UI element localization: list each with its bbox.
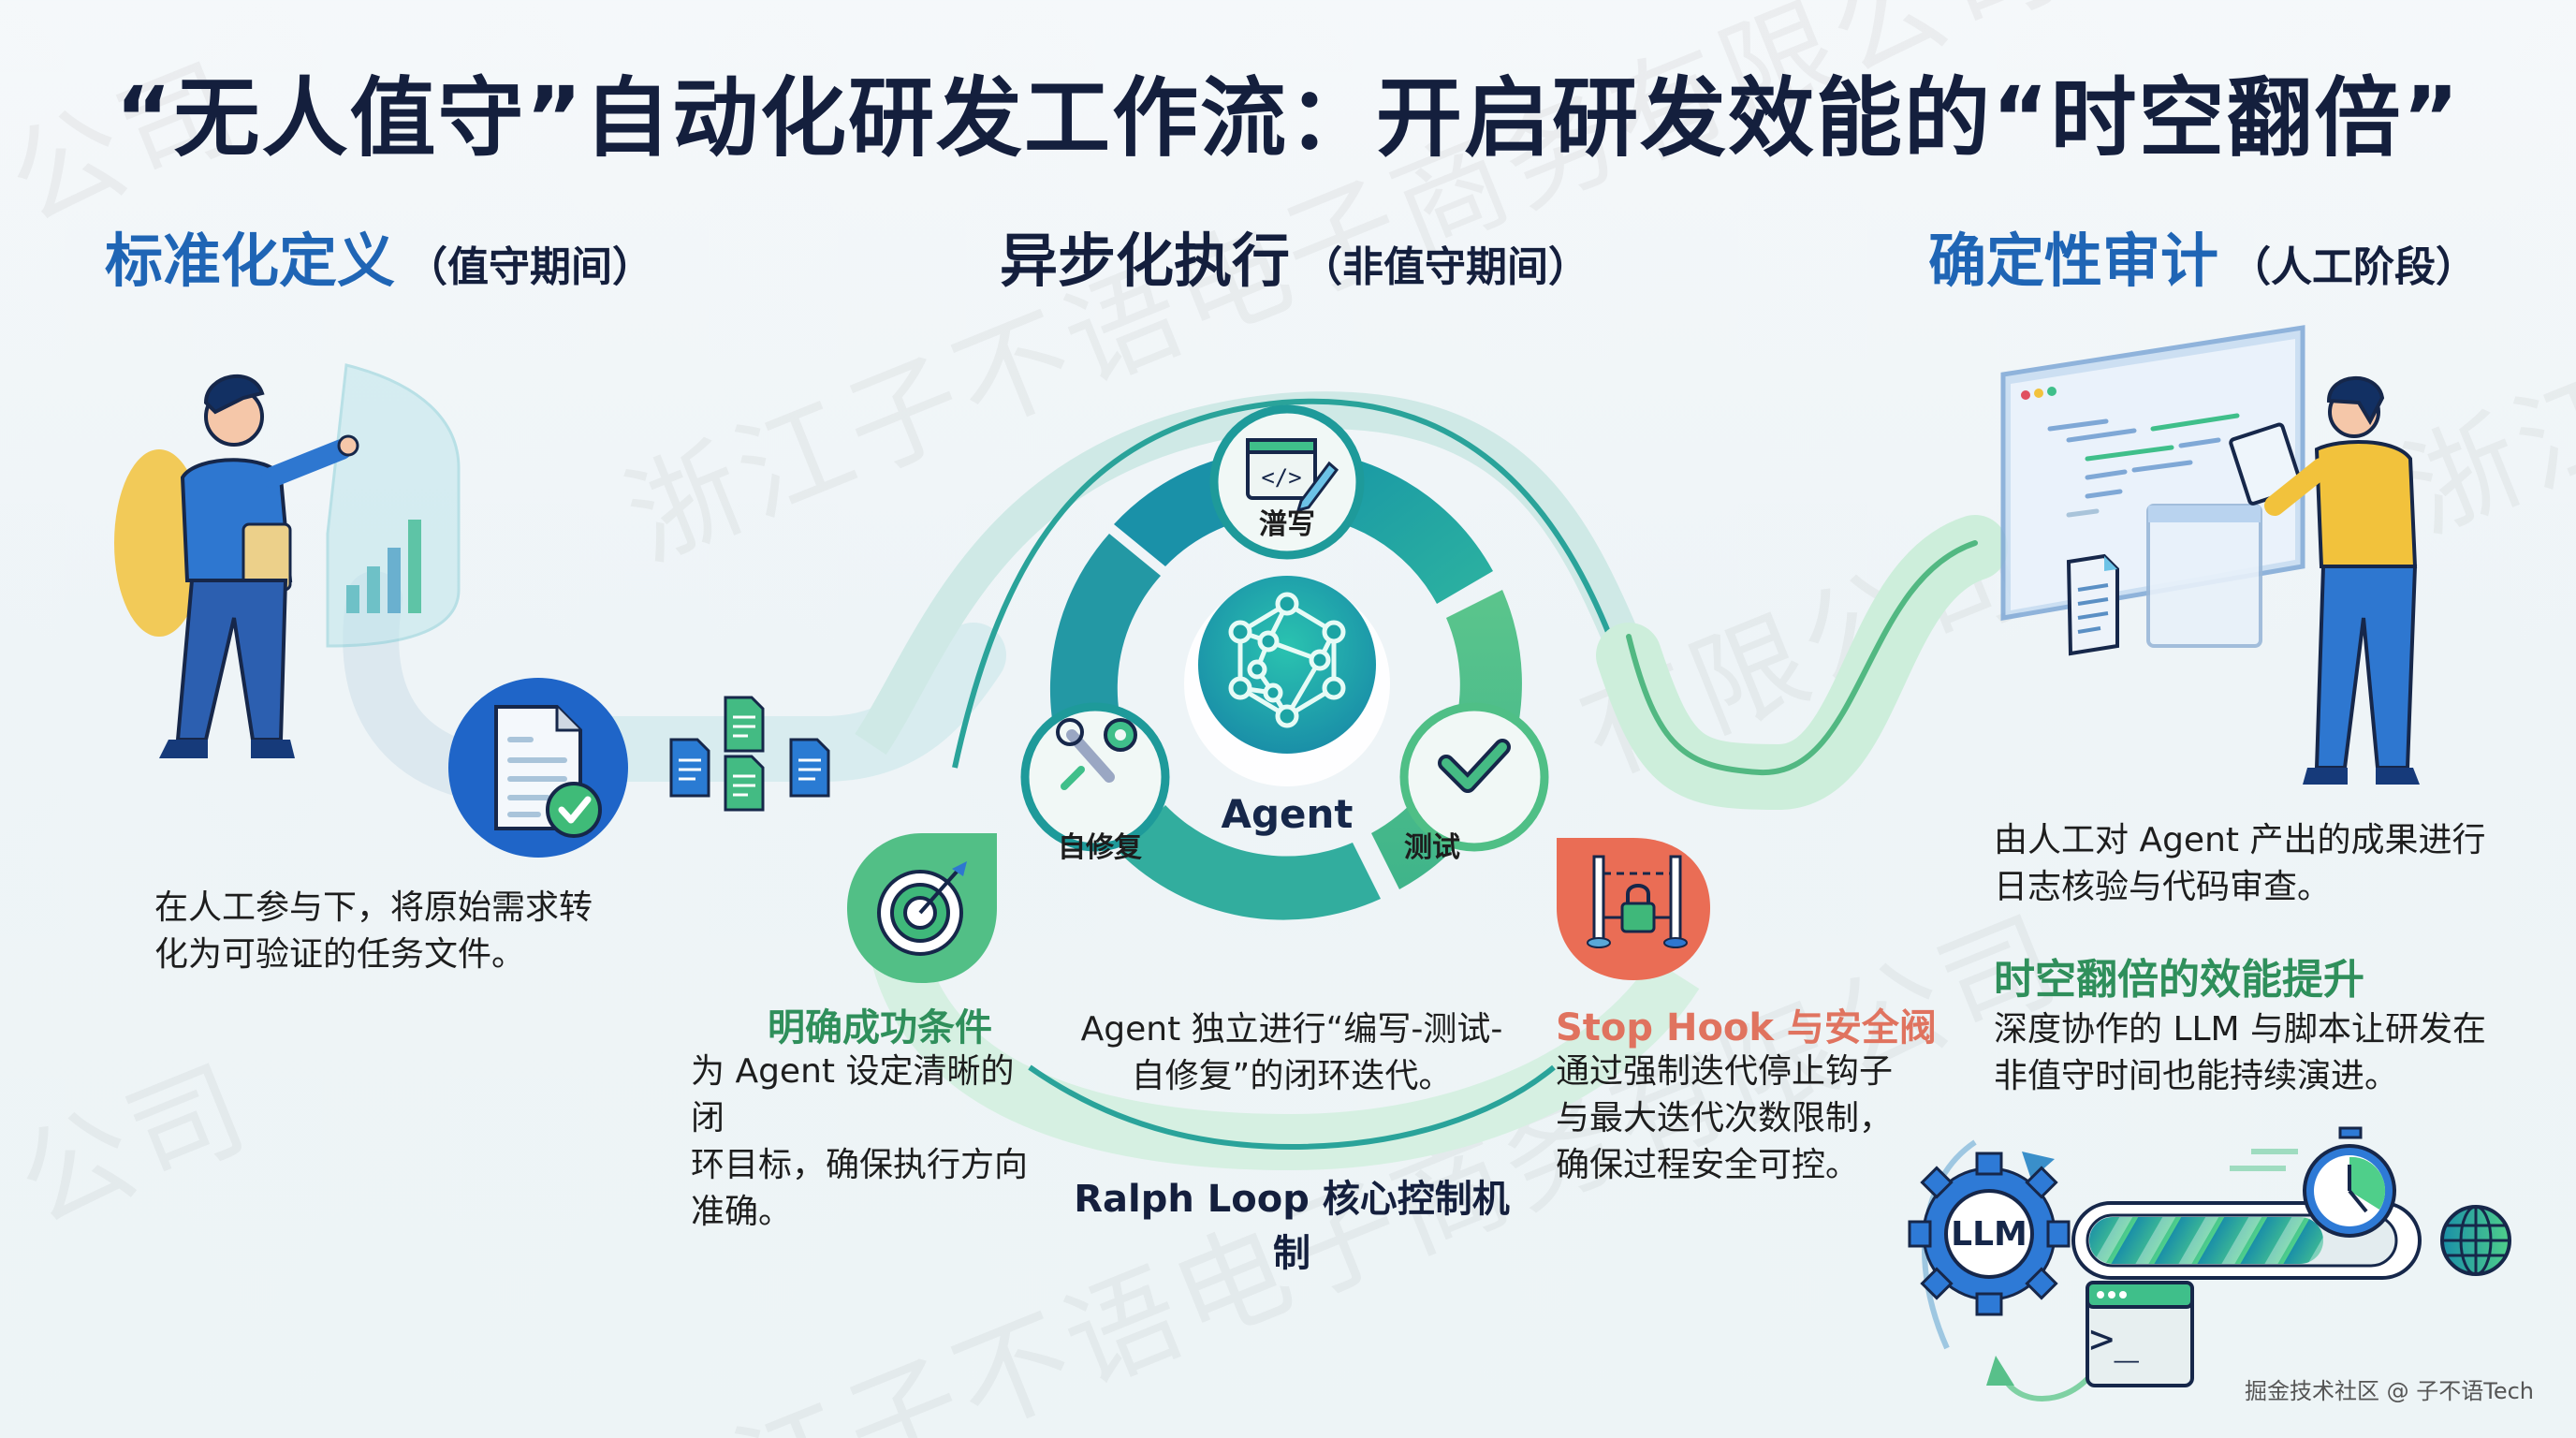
success-description: 为 Agent 设定清晰的闭 环目标，确保执行方向 准确。 [691,1049,1046,1236]
success-title: 明确成功条件 [768,1006,992,1049]
page-title: “无人值守”自动化研发工作流：开启研发效能的“时空翻倍” [115,68,2461,169]
text-line: 确保过程安全可控。 [1556,1146,1860,1184]
blue-file-icon [789,738,830,798]
loop-description: Agent 独立进行“编写-测试- 自修复”的闭环迭代。 [1067,1006,1516,1100]
section-header-left: 标准化定义（值守期间） [105,213,653,298]
text-line: 深度协作的 LLM 与脚本让研发在 [1994,1010,2487,1049]
left-description: 在人工参与下，将原始需求转 化为可验证的任务文件。 [154,885,604,978]
agent-core [1198,576,1376,754]
boost-title: 时空翻倍的效能提升 [1994,956,2364,1004]
terminal-icon [2086,1281,2194,1387]
task-document-icon [448,678,628,858]
section-phase: （人工阶段） [2230,243,2478,291]
node-label-test: 测试 [1404,831,1460,864]
stop-hook-badge [1557,838,1710,980]
globe-icon [2440,1205,2511,1276]
terminal-prompt: >_ [2089,1315,2139,1363]
text-line: 自修复”的闭环迭代。 [1131,1057,1453,1095]
stop-hook-description: 通过强制迭代停止钩子 与最大迭代次数限制， 确保过程安全可控。 [1556,1049,1930,1189]
text-line: 非值守时间也能持续演进。 [1994,1057,2399,1095]
svg-text:</>: </> [1261,464,1301,491]
green-file-icon [724,755,765,812]
audit-description: 由人工对 Agent 产出的成果进行 日志核验与代码审查。 [1994,817,2555,911]
text-line: 准确。 [691,1193,793,1231]
document-icon [2066,553,2119,656]
text-line: 与最大迭代次数限制， [1556,1099,1894,1137]
text-line: 化为可验证的任务文件。 [154,935,526,974]
node-label-self-repair: 自修复 [1058,831,1142,864]
text-line: 通过强制迭代停止钩子 [1556,1052,1894,1091]
green-file-icon [724,696,765,753]
section-heading: 标准化定义 [105,227,396,295]
reviewer-person [2229,375,2420,785]
check-badge-icon [546,782,602,838]
checkmark-icon [1442,742,1507,789]
success-condition-badge [847,833,997,983]
section-phase: （值守期间） [406,243,654,291]
llm-progress-graphic [1908,1126,2511,1401]
task-files-icons [669,696,830,812]
node-label-write: 潽写 [1259,508,1315,541]
llm-label: LLM [1951,1215,2027,1254]
boost-description: 深度协作的 LLM 与脚本让研发在 非值守时间也能持续演进。 [1994,1006,2555,1100]
text-line: Agent 独立进行“编写-测试- [1080,1010,1503,1049]
section-header-right: 确定性审计（人工阶段） [1928,213,2477,298]
text-line: 环目标，确保执行方向 [691,1146,1029,1184]
wrench-gear-icon [1056,718,1137,790]
floating-panel [2146,504,2262,648]
section-heading: 异步化执行 [1000,227,1291,295]
section-phase: （非值守期间） [1301,243,1590,291]
text-line: 在人工参与下，将原始需求转 [154,888,593,927]
section-heading: 确定性审计 [1928,227,2219,295]
target-icon [877,861,967,956]
agent-cycle-diagram: </> [1020,404,1549,920]
person-defining-illustration [114,363,461,758]
code-review-illustration [2000,325,2420,785]
source-credit: 掘金技术社区 @ 子不语Tech [2245,1378,2535,1404]
text-line: 日志核验与代码审查。 [1994,868,2332,906]
progress-fill [2089,1217,2323,1264]
blue-file-icon [669,738,710,798]
text-line: 由人工对 Agent 产出的成果进行 [1994,821,2486,859]
code-edit-icon: </> [1246,438,1339,513]
code-window [2000,325,2305,621]
mechanism-title: Ralph Loop 核心控制机制 [1074,1178,1510,1275]
agent-label: Agent [1221,791,1354,837]
gear-icon [1908,1152,2071,1316]
text-line: 为 Agent 设定清晰的闭 [691,1052,1015,1137]
stop-hook-title: Stop Hook 与安全阀 [1556,1006,1937,1049]
section-header-center: 异步化执行（非值守期间） [1000,213,1589,298]
stopwatch-icon [2303,1126,2396,1238]
gate-lock-icon [1587,855,1688,948]
